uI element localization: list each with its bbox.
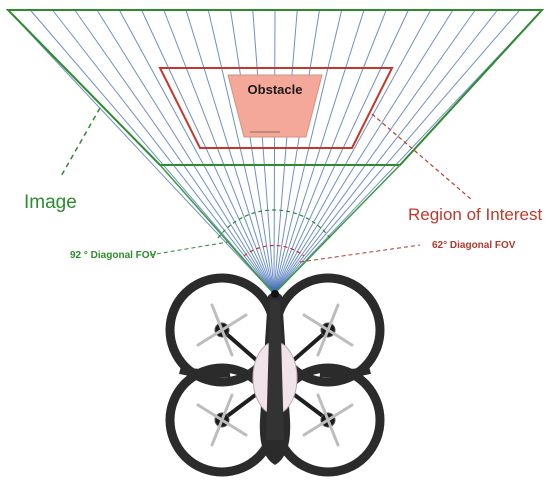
roi-leader-line	[371, 113, 473, 201]
camera-ray	[273, 9, 454, 295]
image-leader-line	[59, 107, 101, 179]
propeller-top-left	[196, 303, 248, 357]
fov-wide-leader	[149, 241, 229, 256]
camera-ray	[273, 9, 298, 295]
camera-ray	[273, 9, 276, 295]
camera-ray	[141, 9, 275, 295]
camera-lens	[271, 290, 279, 298]
drone-spine	[266, 300, 284, 440]
camera-ray	[185, 9, 275, 295]
propeller-top-right	[302, 303, 354, 357]
obstacle-box	[227, 74, 323, 138]
arm-top-right	[286, 328, 330, 367]
camera-ray	[52, 9, 275, 295]
camera-ray	[230, 9, 275, 295]
hull-left-frame	[179, 366, 231, 378]
image-label: Image	[24, 192, 77, 213]
camera-ray	[273, 9, 365, 295]
camera-ray	[74, 9, 275, 295]
camera-ray	[273, 9, 476, 295]
fov-wide-label: 92 ° Diagonal FOV	[70, 250, 157, 261]
obstacle-label: Obstacle	[248, 82, 303, 97]
arm-top-left	[220, 328, 264, 367]
image-cone-right	[273, 164, 401, 295]
camera-ray	[96, 9, 275, 295]
camera-ray	[29, 9, 275, 295]
camera-ray	[273, 9, 320, 295]
propeller-bottom-left	[196, 393, 248, 447]
propeller-bottom-right	[302, 393, 354, 447]
image-cone-left	[159, 164, 275, 295]
roi-frame	[158, 67, 394, 149]
roi-label: Region of Interest	[408, 205, 542, 224]
camera-ray	[273, 9, 387, 295]
fov-narrow-arc	[243, 244, 305, 257]
camera-ray	[273, 9, 498, 295]
camera-ray	[273, 9, 409, 295]
hull-right-frame	[319, 366, 371, 378]
fov-wide-arc	[217, 209, 331, 239]
fov-narrow-label: 62° Diagonal FOV	[432, 240, 516, 251]
camera-ray	[252, 9, 275, 295]
camera-ray	[163, 9, 275, 295]
fov-narrow-leader	[299, 244, 421, 263]
camera-ray	[7, 9, 275, 295]
camera-ray	[273, 9, 521, 295]
quadcopter-drone-icon	[165, 273, 385, 477]
camera-ray	[118, 9, 275, 295]
camera-rays	[7, 9, 543, 295]
camera-ray	[273, 9, 432, 295]
